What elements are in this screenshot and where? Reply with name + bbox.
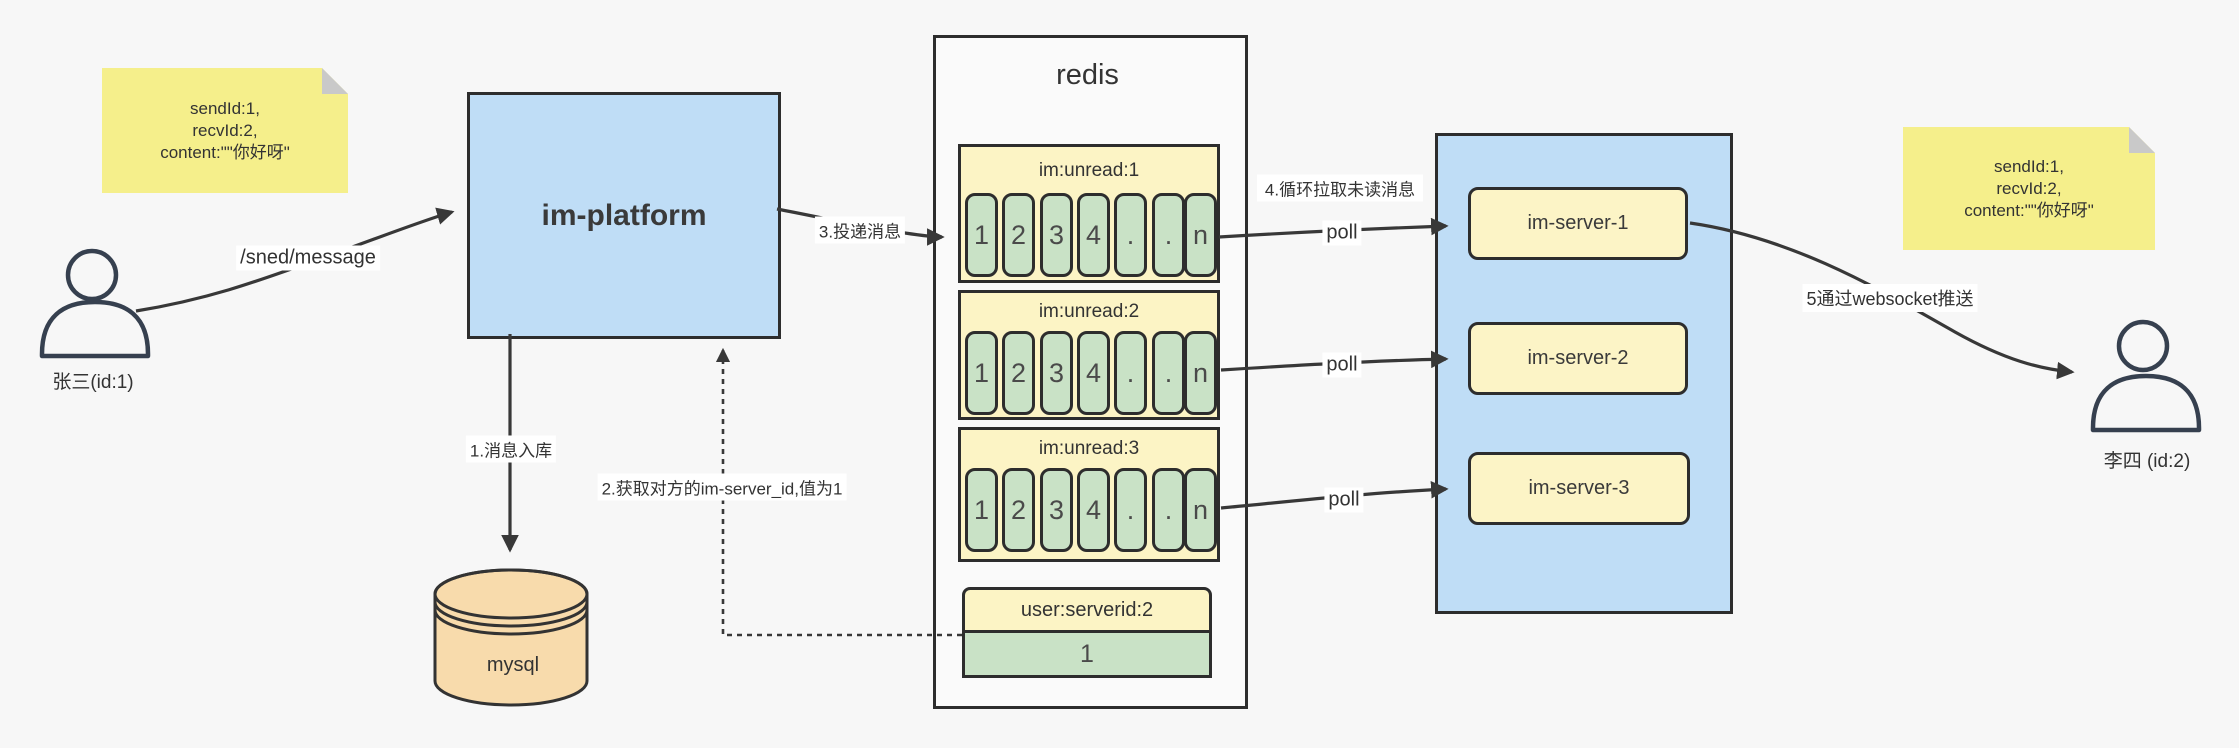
sticky-note-right: sendId:1, recvId:2, content:""你好呀" [1903,127,2155,250]
list-cell: . [1114,193,1147,277]
im-server-1-node: im-server-1 [1468,187,1688,260]
im-server-1-label: im-server-1 [1527,212,1629,234]
unread-list-title: im:unread:1 [1038,160,1140,181]
redis-title: redis [1056,59,1119,91]
list-cell: n [1184,193,1217,277]
edge-label-step3: 3.投递消息 [814,216,906,244]
list-cell: n [1184,331,1217,415]
edge-label-step1: 1.消息入库 [465,435,557,463]
list-cell: . [1114,331,1147,415]
zhangsan-label: 张三(id:1) [52,372,134,393]
list-cell: . [1152,193,1185,277]
edge-label-step4: 4.循环拉取未读消息 [1257,174,1423,202]
list-cell: . [1114,468,1147,552]
list-cell: 3 [1040,193,1073,277]
list-cell: 1 [965,331,998,415]
note-line: recvId:2, [1996,178,2062,198]
kv-value: 1 [962,633,1212,678]
im-server-2-label: im-server-2 [1527,347,1629,369]
list-cell: 4 [1077,468,1110,552]
list-cell: 2 [1002,468,1035,552]
edge-label-step5: 5通过websocket推送 [1802,284,1978,312]
list-cell: 2 [1002,193,1035,277]
im-server-3-node: im-server-3 [1468,452,1690,525]
edge-label-poll-3: poll [1324,487,1364,513]
unread-list-title: im:unread:3 [1038,438,1140,459]
edge-label-poll-2: poll [1322,352,1362,378]
im-platform-node: im-platform [467,92,781,339]
note-line: content:""你好呀" [160,142,290,162]
kv-key-label: user:serverid:2 [1020,598,1154,621]
unread-list-2: im:unread:2 1 2 3 4 . . n [958,290,1220,420]
unread-list-1: im:unread:1 1 2 3 4 . . n [958,144,1220,283]
kv-value-label: 1 [1080,639,1094,668]
list-cell: . [1152,468,1185,552]
list-cell: 4 [1077,193,1110,277]
edge-label-poll-1: poll [1322,220,1362,246]
mysql-label: mysql [486,654,540,676]
list-cell: 1 [965,193,998,277]
note-line: content:""你好呀" [1964,200,2094,220]
mysql-database-icon [433,568,589,707]
im-server-2-node: im-server-2 [1468,322,1688,395]
unread-list-title: im:unread:2 [1038,301,1140,322]
note-line: sendId:1, [190,98,260,118]
note-line: recvId:2, [192,120,258,140]
unread-list-3: im:unread:3 1 2 3 4 . . n [958,427,1220,562]
list-cell: 3 [1040,468,1073,552]
user-lisi-icon [2090,319,2202,433]
list-cell: . [1152,331,1185,415]
edge-label-send: /sned/message [236,245,380,271]
edge-label-step2: 2.获取对方的im-server_id,值为1 [597,473,847,501]
lisi-label: 李四 (id:2) [2103,451,2191,472]
sticky-note-left: sendId:1, recvId:2, content:""你好呀" [102,68,348,193]
user-zhangsan-icon [39,248,151,359]
note-line: sendId:1, [1994,156,2064,176]
kv-key: user:serverid:2 [962,587,1212,633]
note-fold-corner [322,68,348,94]
list-cell: 4 [1077,331,1110,415]
note-fold-corner [2129,127,2155,153]
im-server-3-label: im-server-3 [1528,477,1630,499]
list-cell: 1 [965,468,998,552]
im-platform-label: im-platform [541,198,707,232]
list-cell: 3 [1040,331,1073,415]
list-cell: 2 [1002,331,1035,415]
list-cell: n [1184,468,1217,552]
